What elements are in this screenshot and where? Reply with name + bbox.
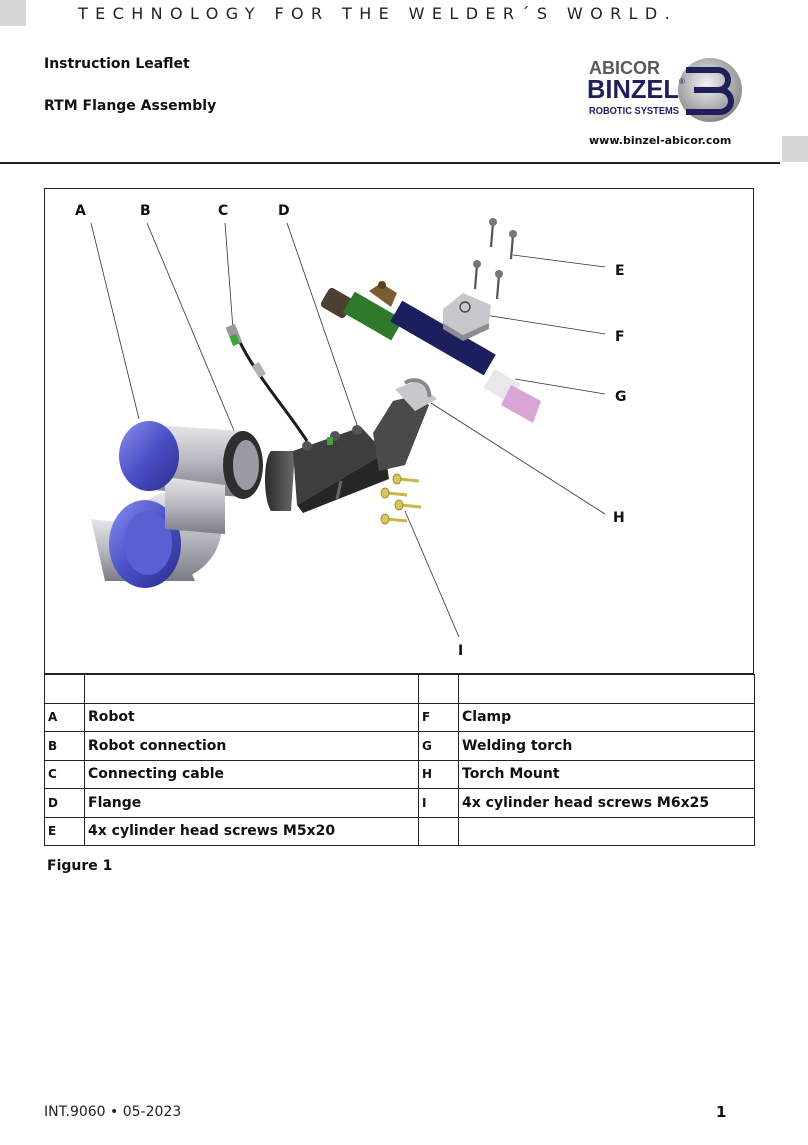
legend-key: D xyxy=(44,788,85,818)
logo-text-binzel: BINZEL xyxy=(587,74,679,104)
legend-description: Clamp xyxy=(458,702,755,732)
logo-text-robotic-systems: ROBOTIC SYSTEMS xyxy=(589,106,679,117)
document-number: INT.9060 • 05-2023 xyxy=(44,1104,182,1120)
legend-key: B xyxy=(44,731,85,761)
legend-key: F xyxy=(418,702,459,732)
screws-m5-illustration xyxy=(473,222,515,300)
legend-description: Robot connection xyxy=(84,731,419,761)
figure-caption: Figure 1 xyxy=(47,858,113,874)
page-edge-tab-right xyxy=(782,136,808,162)
callout-e: E xyxy=(615,263,625,279)
legend-description xyxy=(84,674,419,704)
callout-f: F xyxy=(615,329,625,345)
callout-c: C xyxy=(218,203,228,219)
legend-description xyxy=(458,674,755,704)
legend-description: Welding torch xyxy=(458,731,755,761)
document-title: RTM Flange Assembly xyxy=(44,98,217,114)
legend-key xyxy=(418,816,459,846)
callout-d: D xyxy=(278,203,290,219)
table-row: A Robot F Clamp xyxy=(44,702,755,732)
binzel-logo: ABICOR BINZEL ® ROBOTIC SYSTEMS xyxy=(586,54,746,130)
table-row: E 4x cylinder head screws M5x20 xyxy=(44,816,755,846)
callout-i: I xyxy=(458,643,463,659)
table-row: C Connecting cable H Torch Mount xyxy=(44,759,755,789)
logo-text-abicor: ABICOR xyxy=(589,58,660,78)
legend-description: Flange xyxy=(84,788,419,818)
page-number: 1 xyxy=(716,1103,727,1121)
screws-m6-illustration xyxy=(386,477,422,523)
connecting-cable-illustration xyxy=(225,323,309,442)
header-rule xyxy=(0,162,780,164)
legend-key: C xyxy=(44,759,85,789)
legend-key: I xyxy=(418,788,459,818)
callout-g: G xyxy=(615,389,627,405)
flange-illustration xyxy=(265,425,389,513)
logo-registered-mark: ® xyxy=(679,77,685,86)
legend-key: G xyxy=(418,731,459,761)
document-type: Instruction Leaflet xyxy=(44,56,190,72)
legend-key xyxy=(44,674,85,704)
clamp-illustration xyxy=(443,293,491,341)
legend-description: Torch Mount xyxy=(458,759,755,789)
legend-description: 4x cylinder head screws M6x25 xyxy=(458,788,755,818)
screws-m5-heads xyxy=(473,218,517,278)
callout-h: H xyxy=(613,510,625,526)
exploded-view-figure: A B C D E F G H I xyxy=(44,188,754,674)
legend-description: Robot xyxy=(84,702,419,732)
callout-a: A xyxy=(75,203,86,219)
page-edge-tab-top-left xyxy=(0,0,26,26)
table-row xyxy=(44,674,755,704)
legend-description xyxy=(458,816,755,846)
robot-illustration xyxy=(91,421,263,588)
legend-description: Connecting cable xyxy=(84,759,419,789)
callout-b: B xyxy=(140,203,151,219)
legend-description: 4x cylinder head screws M5x20 xyxy=(84,816,419,846)
legend-key: A xyxy=(44,702,85,732)
table-row: B Robot connection G Welding torch xyxy=(44,731,755,761)
screws-m6-heads xyxy=(380,473,404,525)
legend-key xyxy=(418,674,459,704)
table-row: D Flange I 4x cylinder head screws M6x25 xyxy=(44,788,755,818)
welding-torch-illustration xyxy=(320,281,541,423)
callout-leader-lines xyxy=(90,222,606,638)
parts-legend-table: A Robot F Clamp B Robot connection G Wel… xyxy=(44,674,755,846)
website-link[interactable]: www.binzel-abicor.com xyxy=(589,134,732,147)
legend-key: H xyxy=(418,759,459,789)
header-tagline: TECHNOLOGY FOR THE WELDER´S WORLD. xyxy=(78,4,678,23)
torch-mount-illustration xyxy=(373,378,437,471)
exploded-view-drawing: A B C D E F G H I xyxy=(75,203,627,659)
legend-key: E xyxy=(44,816,85,846)
